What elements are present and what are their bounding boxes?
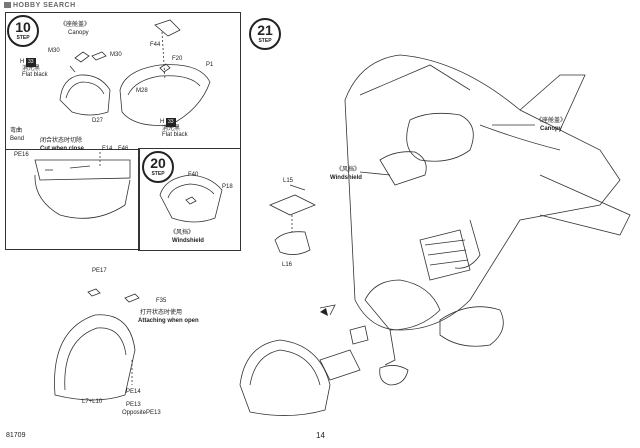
paint-code-h-2: H 33 [160,118,176,127]
canopy-frame-part [119,64,211,126]
arrow-icon [320,308,328,316]
cut-cn: 闭合状态时切除 [40,138,83,144]
part-p1: P1 [206,62,214,68]
attach-cn: 打开状态时使用 [140,310,183,316]
flat-black-cn: 消光黑 [22,66,41,72]
part-f40: F40 [188,172,199,178]
bend-cn: 弯曲 [10,128,23,134]
step-20-badge: 20 STEP [142,151,174,183]
part-d27: D27 [92,118,104,124]
flat-black-en-2: Flat black [162,132,188,138]
flat-black-cn-2: 消光黑 [162,126,181,132]
step-10-badge: 10 STEP [7,15,39,47]
part-m30b: M30 [110,52,122,58]
part-f14: F14 [102,146,113,152]
watermark: HOBBY SEARCH [4,2,76,9]
step-21-badge: 21 STEP [249,18,281,50]
part-pe16: PE16 [14,152,29,158]
attach-en: Attaching when open [138,318,199,324]
cut-en: Cut when close [40,146,85,152]
part-pe13: PE13 [126,402,141,408]
big-canopy-part [54,314,136,401]
aircraft-fuselage [344,54,621,331]
step-10-panel [5,12,241,150]
canopy-en-s21: Canopy [540,126,563,132]
windshield-cn-s21: 《风挡》 [336,167,361,173]
part-l16: L16 [282,262,293,268]
canopy-part [59,74,111,116]
l16-part [274,231,311,255]
page-number: 14 [316,431,325,440]
part-p18: P18 [222,184,233,190]
bend-en: Bend [10,136,25,142]
part-f44: F44 [150,42,161,48]
canopy-label-en: Canopy [68,30,89,36]
flat-black-en: Flat black [22,72,48,78]
part-pe14: PE14 [126,389,141,395]
part-f46: F46 [118,146,129,152]
windshield-part [159,174,223,223]
part-l15: L15 [283,178,294,184]
catalog-number: 81709 [6,432,26,439]
part-l7-l10: L7+L10 [82,399,103,405]
part-m30a: M30 [48,48,60,54]
part-f20: F20 [172,56,183,62]
logo-icon [4,2,11,8]
windshield-cn-s20: 《风挡》 [170,230,195,236]
part-pe17: PE17 [92,268,107,274]
canopy-label-cn: 《座舱盖》 [60,22,91,28]
part-f35: F35 [156,298,167,304]
windshield-en-s21: Windshield [330,175,362,181]
part-opposite-pe13: OppositePE13 [122,410,161,416]
windshield-en-s20: Windshield [172,238,204,244]
step-10-lower-border [5,148,140,250]
hood-part [239,339,331,416]
paint-code-h: H 33 [20,58,36,67]
canopy-cn-s21: 《座舱盖》 [536,118,567,124]
l15-part [269,194,316,216]
part-m28: M28 [136,88,148,94]
